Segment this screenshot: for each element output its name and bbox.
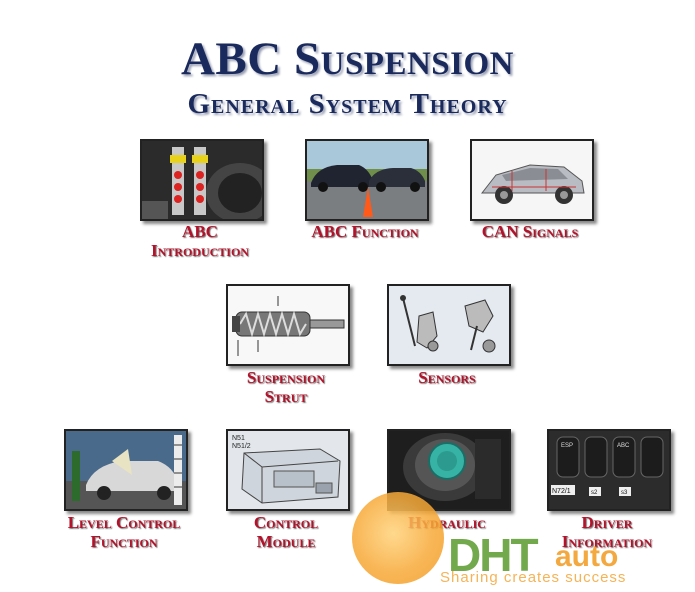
switch-a-text: ESP [561, 443, 573, 449]
label-line: Suspension [246, 368, 326, 387]
label-line: CAN Signals [481, 222, 579, 241]
page-subtitle: General System Theory [187, 88, 508, 120]
label-line: Information [561, 532, 653, 551]
level-control-function-thumbnail[interactable] [64, 429, 188, 511]
driver-information-label[interactable]: Driver Information [527, 513, 687, 551]
hydraulic-label[interactable]: Hydraulic [367, 513, 527, 532]
level-control-function-label[interactable]: Level Control Function [44, 513, 204, 551]
label-line: Module [256, 532, 316, 551]
label-line: Sensors [418, 368, 476, 387]
label-line: Control [253, 513, 319, 532]
control-module-thumbnail[interactable]: N51 N51/2 [226, 429, 350, 511]
label-line: Driver [581, 513, 633, 532]
suspension-strut-label[interactable]: Suspension Strut [206, 368, 366, 406]
switch-n3-text: s3 [621, 490, 628, 496]
page-title: ABC Suspension [0, 32, 695, 86]
control-module-label[interactable]: Control Module [206, 513, 366, 551]
suspension-strut-thumbnail[interactable] [226, 284, 350, 366]
module-code: N51 [232, 435, 245, 442]
can-signals-label[interactable]: CAN Signals [450, 222, 610, 241]
label-line: Function [90, 532, 158, 551]
switch-n2-text: s2 [591, 490, 598, 496]
watermark-brand: DHT [448, 529, 539, 581]
label-line: ABC [182, 222, 218, 241]
sensors-thumbnail[interactable] [387, 284, 511, 366]
title-prefix: ABC [180, 33, 282, 85]
sensors-label[interactable]: Sensors [367, 368, 527, 387]
label-line: Level Control [67, 513, 181, 532]
driver-information-thumbnail[interactable]: ESP ABC N72/1 s2 s3 [547, 429, 671, 511]
abc-function-thumbnail[interactable] [305, 139, 429, 221]
switch-b-text: ABC [617, 443, 630, 449]
label-line: Strut [264, 387, 308, 406]
abc-function-label[interactable]: ABC Function [280, 222, 450, 241]
hydraulic-thumbnail[interactable] [387, 429, 511, 511]
title-main: Suspension [293, 33, 514, 85]
module-code-2: N51/2 [232, 443, 251, 450]
abc-introduction-label[interactable]: ABC Introduction [120, 222, 280, 260]
label-line: Hydraulic [408, 513, 486, 532]
switch-code-text: N72/1 [552, 488, 571, 495]
watermark-slogan: Sharing creates success [440, 569, 627, 586]
can-signals-thumbnail[interactable] [470, 139, 594, 221]
label-line: ABC Function [311, 222, 419, 241]
label-line: Introduction [151, 241, 249, 260]
abc-introduction-thumbnail[interactable] [140, 139, 264, 221]
